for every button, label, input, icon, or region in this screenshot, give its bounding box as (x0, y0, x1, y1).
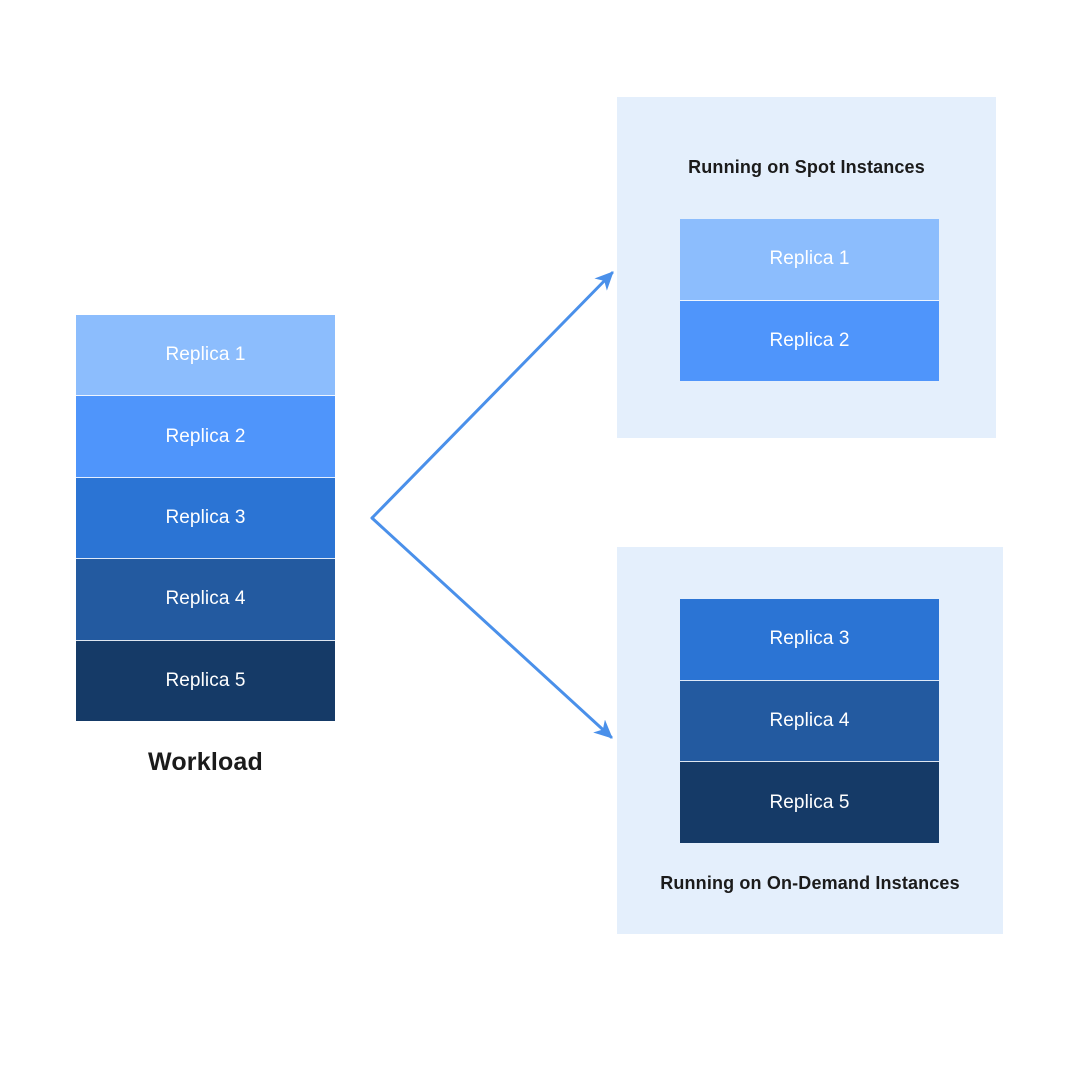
spot-replica-stack: Replica 1 Replica 2 (680, 219, 939, 381)
workload-replica-4-label: Replica 4 (165, 588, 246, 610)
spot-replica-2-label: Replica 2 (769, 329, 850, 351)
workload-caption: Workload (147, 748, 264, 776)
ondemand-replica-3-label: Replica 3 (769, 628, 850, 650)
workload-replica-2-label: Replica 2 (165, 425, 246, 447)
ondemand-replica-5[interactable]: Replica 5 (680, 762, 939, 844)
workload-replica-2[interactable]: Replica 2 (76, 396, 335, 478)
workload-replica-stack: Replica 1 Replica 2 Replica 3 Replica 4 … (76, 315, 335, 722)
ondemand-replica-5-label: Replica 5 (769, 791, 850, 813)
ondemand-replica-stack: Replica 3 Replica 4 Replica 5 (680, 599, 939, 844)
workload-replica-3-label: Replica 3 (165, 507, 246, 529)
spot-replica-1-label: Replica 1 (769, 248, 850, 270)
workload-replica-4[interactable]: Replica 4 (76, 559, 335, 641)
spot-replica-1[interactable]: Replica 1 (680, 219, 939, 301)
arrow-to-spot (370, 271, 614, 520)
workload-replica-5[interactable]: Replica 5 (76, 640, 335, 722)
workload-replica-1[interactable]: Replica 1 (76, 315, 335, 397)
ondemand-instances-title: Running on On-Demand Instances (660, 873, 960, 893)
workload-replica-3[interactable]: Replica 3 (76, 477, 335, 560)
arrow-to-ondemand (370, 516, 613, 739)
workload-replica-5-label: Replica 5 (165, 669, 246, 691)
workload-replica-1-label: Replica 1 (165, 344, 246, 366)
ondemand-replica-3[interactable]: Replica 3 (680, 599, 939, 681)
spot-instances-title: Running on Spot Instances (688, 157, 925, 177)
ondemand-replica-4-label: Replica 4 (769, 710, 850, 731)
workload-group: Replica 1 Replica 2 Replica 3 Replica 4 … (76, 315, 335, 777)
spot-replica-2[interactable]: Replica 2 (680, 300, 939, 381)
ondemand-replica-4[interactable]: Replica 4 (680, 680, 939, 763)
